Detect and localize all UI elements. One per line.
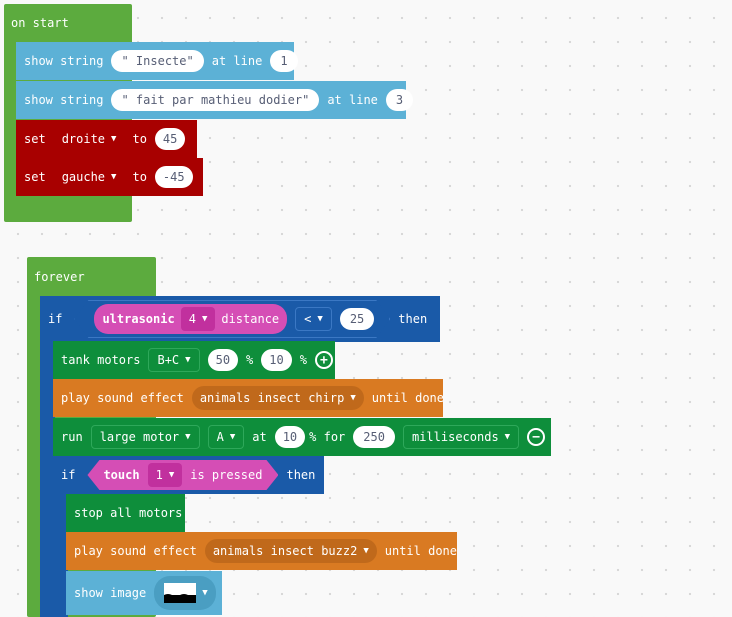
port-value: 4: [188, 312, 196, 326]
distance-value-input[interactable]: 25: [339, 308, 375, 330]
percent-label: %: [246, 353, 254, 367]
set-label: set: [24, 170, 46, 184]
at-label: at: [252, 430, 267, 444]
string-value-input[interactable]: " Insecte": [111, 50, 204, 72]
chevron-down-icon: ▼: [504, 432, 511, 442]
variable-dropdown[interactable]: droite ▼: [53, 127, 125, 151]
operator-dropdown[interactable]: <▼: [295, 307, 332, 331]
ultrasonic-sensor-reporter[interactable]: ultrasonic 4▼ distance: [94, 304, 288, 334]
at-line-label: at line: [211, 54, 263, 68]
run-label: run: [61, 430, 83, 444]
distance-label: distance: [221, 312, 280, 326]
show-string-label: show string: [24, 93, 104, 107]
tank-motors-block[interactable]: tank motors B+C ▼ 50 % 10 % +: [53, 341, 335, 379]
chevron-down-icon: ▼: [229, 432, 236, 442]
on-start-label: on start: [11, 16, 69, 30]
sound-name: animals insect chirp: [199, 391, 345, 405]
line-number-input[interactable]: 1: [270, 50, 298, 72]
port-value: 1: [155, 468, 163, 482]
chevron-down-icon: ▼: [202, 588, 208, 598]
chevron-down-icon: ▼: [201, 314, 208, 324]
minus-icon[interactable]: −: [527, 428, 546, 446]
then-label: then: [286, 468, 316, 482]
speed-right-input[interactable]: 10: [261, 349, 292, 371]
ultrasonic-label: ultrasonic: [102, 312, 175, 326]
if-block-outer[interactable]: [40, 296, 55, 617]
motor-ports-dropdown[interactable]: B+C ▼: [148, 348, 200, 372]
touch-sensor-condition[interactable]: touch 1▼ is pressed: [87, 460, 278, 490]
stop-all-motors-block[interactable]: stop all motors: [66, 494, 185, 532]
touch-label: touch: [103, 468, 140, 482]
speed-input[interactable]: 10: [274, 426, 306, 448]
variable-name: droite: [61, 132, 106, 146]
unit-value: milliseconds: [411, 430, 499, 444]
play-sound-label: play sound effect: [61, 391, 184, 405]
is-pressed-label: is pressed: [190, 468, 263, 482]
show-image-label: show image: [74, 586, 147, 600]
at-line-label: at line: [327, 93, 378, 107]
to-label: to: [132, 132, 147, 146]
play-sound-block-2[interactable]: play sound effect animals insect buzz2▼ …: [66, 532, 457, 570]
operator-value: <: [304, 312, 312, 326]
chevron-down-icon: ▼: [111, 172, 117, 182]
chevron-down-icon: ▼: [363, 546, 369, 556]
chevron-down-icon: ▼: [168, 470, 175, 480]
percent-for-label: % for: [309, 430, 346, 444]
if-touch-header-row[interactable]: if touch 1▼ is pressed then: [53, 456, 324, 494]
if-label: if: [48, 312, 63, 326]
motor-type: large motor: [99, 430, 180, 444]
variable-dropdown[interactable]: gauche ▼: [53, 165, 125, 189]
forever-label: forever: [34, 270, 85, 284]
show-string-label: show string: [24, 54, 104, 68]
show-string-block-2[interactable]: show string " fait par mathieu dodier" a…: [16, 81, 414, 119]
play-sound-label: play sound effect: [74, 544, 197, 558]
duration-input[interactable]: 250: [353, 426, 395, 448]
show-string-block-1[interactable]: show string " Insecte" at line 1: [16, 42, 298, 80]
touch-port-dropdown[interactable]: 1▼: [147, 463, 183, 487]
image-thumbnail-icon: [164, 583, 197, 603]
if-label: if: [61, 468, 76, 482]
sound-name: animals insect buzz2: [212, 544, 358, 558]
to-label: to: [132, 170, 147, 184]
sensor-port-dropdown[interactable]: 4▼: [180, 307, 216, 331]
chevron-down-icon: ▼: [185, 432, 191, 442]
chevron-down-icon: ▼: [317, 314, 323, 324]
tank-motors-label: tank motors: [61, 353, 141, 367]
variable-name: gauche: [61, 170, 106, 184]
percent-label: %: [299, 353, 307, 367]
speed-left-input[interactable]: 50: [207, 349, 239, 371]
ports-value: B+C: [157, 353, 180, 367]
image-picker-dropdown[interactable]: ▼: [154, 576, 216, 610]
comparison-input[interactable]: ultrasonic 4▼ distance <▼ 25: [74, 300, 390, 338]
play-sound-block-1[interactable]: play sound effect animals insect chirp▼ …: [53, 379, 444, 417]
stop-all-motors-label: stop all motors: [74, 506, 183, 520]
unit-dropdown[interactable]: milliseconds ▼: [402, 425, 520, 449]
sound-dropdown[interactable]: animals insect buzz2 ▼: [204, 539, 377, 563]
if-header-row[interactable]: if ultrasonic 4▼ distance <▼ 25 then: [40, 296, 440, 342]
plus-icon[interactable]: +: [314, 351, 333, 369]
motor-port-dropdown[interactable]: A▼: [207, 425, 245, 449]
show-image-block[interactable]: show image ▼: [66, 571, 222, 615]
motor-port: A: [216, 430, 224, 444]
set-variable-block-1[interactable]: set droite ▼ to 45: [16, 120, 197, 158]
motor-type-dropdown[interactable]: large motor ▼: [90, 425, 200, 449]
set-label: set: [24, 132, 46, 146]
run-motor-block[interactable]: run large motor▼ A▼ at 10 % for 250 mill…: [53, 418, 551, 456]
chevron-down-icon: ▼: [111, 134, 117, 144]
value-input[interactable]: -45: [154, 166, 193, 188]
sound-dropdown[interactable]: animals insect chirp ▼: [191, 386, 364, 410]
set-variable-block-2[interactable]: set gauche ▼ to -45: [16, 158, 203, 196]
until-done-label: until done: [384, 544, 457, 558]
until-done-label: until done: [371, 391, 444, 405]
line-number-input[interactable]: 3: [385, 89, 414, 111]
chevron-down-icon: ▼: [185, 355, 191, 365]
value-input[interactable]: 45: [154, 128, 186, 150]
if-block-inner[interactable]: [53, 456, 68, 617]
string-value-input[interactable]: " fait par mathieu dodier": [111, 89, 320, 111]
then-label: then: [398, 312, 428, 326]
chevron-down-icon: ▼: [350, 393, 356, 403]
